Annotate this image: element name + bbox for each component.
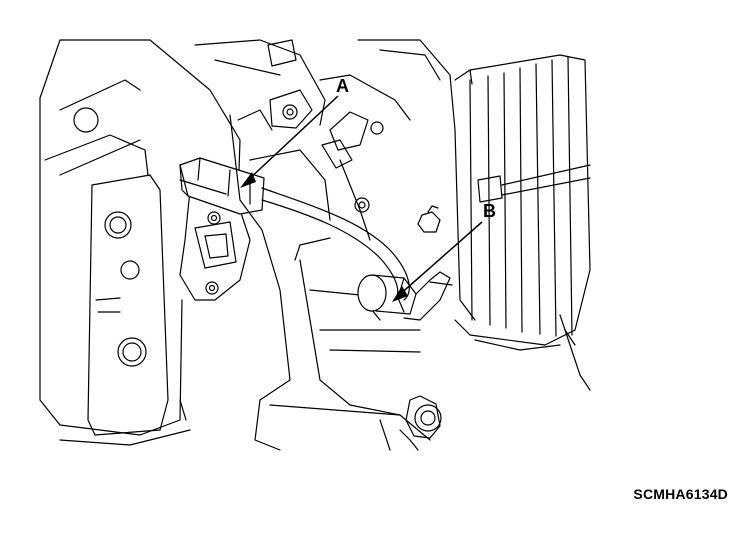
central-housing	[230, 115, 430, 450]
right-duct-assembly	[455, 55, 590, 390]
connector-a	[180, 158, 264, 214]
leader-arrow-b	[392, 222, 482, 302]
callout-label-b: B	[483, 201, 496, 221]
wire-harness	[262, 188, 409, 300]
upper-actuator-assembly	[195, 40, 455, 240]
clip	[418, 206, 440, 232]
callout-label-a: A	[336, 76, 349, 96]
leader-arrow-a	[240, 96, 338, 188]
lower-mount	[400, 396, 441, 450]
left-housing-panel	[40, 40, 240, 445]
sensor-b	[358, 272, 452, 320]
figure-code: SCMHA6134D	[633, 486, 728, 502]
